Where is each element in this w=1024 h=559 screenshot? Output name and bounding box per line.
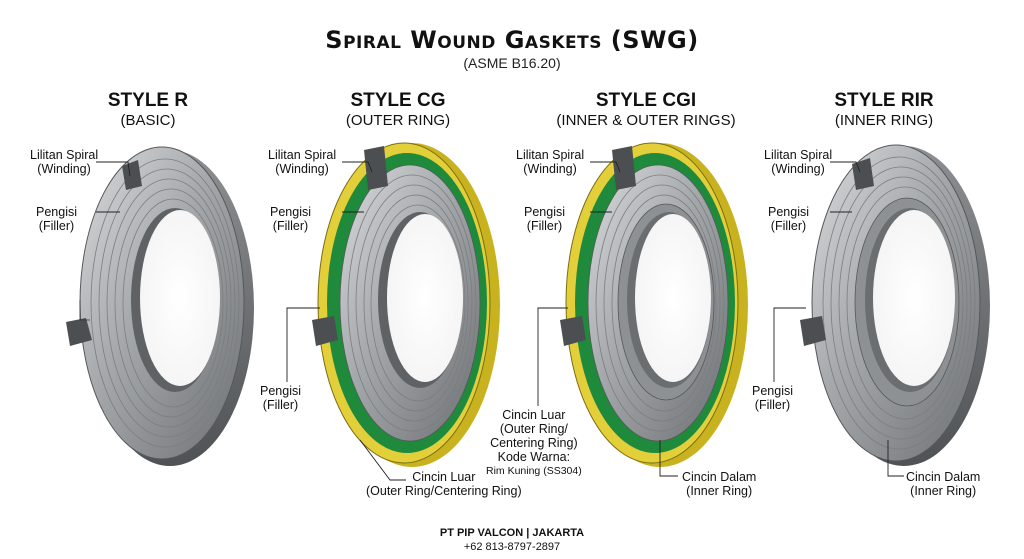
style-cgi-gasket bbox=[560, 142, 748, 467]
style-rir-subtitle: (INNER RING) bbox=[834, 112, 934, 129]
style-rir-filler-top-label: Pengisi (Filler) bbox=[768, 205, 809, 233]
page-subtitle: (ASME B16.20) bbox=[463, 55, 561, 71]
label-line: (Filler) bbox=[770, 219, 807, 233]
label-line: Pengisi bbox=[270, 205, 311, 219]
label-line: (Filler) bbox=[38, 219, 75, 233]
label-line: Pengisi bbox=[524, 205, 565, 219]
label-line: (Winding) bbox=[523, 162, 577, 176]
label-line: (Filler) bbox=[526, 219, 563, 233]
label-line: Pengisi bbox=[36, 205, 77, 219]
style-cg-gasket bbox=[312, 142, 500, 467]
page-title: Spiral Wound Gaskets (SWG) bbox=[325, 26, 699, 54]
label-line: Centering Ring) bbox=[490, 436, 578, 450]
label-line: (Filler) bbox=[754, 398, 791, 412]
label-line: Pengisi bbox=[768, 205, 809, 219]
label-line: (Outer Ring/ bbox=[499, 422, 568, 436]
style-cg-filler-bottom-label: Pengisi (Filler) bbox=[260, 384, 301, 412]
style-rir-header: STYLE RIR (INNER RING) bbox=[764, 90, 1004, 130]
style-r-header: STYLE R (BASIC) bbox=[28, 90, 268, 130]
style-cgi-subtitle: (INNER & OUTER RINGS) bbox=[556, 112, 736, 129]
footer-phone: +62 813-8797-2897 bbox=[463, 541, 561, 553]
style-r-winding-label: Lilitan Spiral (Winding) bbox=[30, 148, 98, 176]
label-line: Lilitan Spiral bbox=[764, 148, 833, 162]
style-cgi-header: STYLE CGI (INNER & OUTER RINGS) bbox=[526, 90, 766, 130]
style-rir-winding-label: Lilitan Spiral (Winding) bbox=[764, 148, 832, 176]
footer-company: PT PIP VALCON | JAKARTA bbox=[439, 527, 585, 539]
style-cg-filler-top-label: Pengisi (Filler) bbox=[270, 205, 311, 233]
style-cgi-inner-ring-label: Cincin Dalam (Inner Ring) bbox=[682, 470, 756, 498]
style-r-subtitle: (BASIC) bbox=[120, 112, 176, 129]
style-rir-filler-bottom-label: Pengisi (Filler) bbox=[752, 384, 793, 412]
label-line: Cincin Dalam bbox=[906, 470, 981, 484]
label-line: (Outer Ring/Centering Ring) bbox=[366, 484, 522, 498]
style-cgi-winding-label: Lilitan Spiral (Winding) bbox=[516, 148, 584, 176]
label-line: Pengisi bbox=[752, 384, 793, 398]
style-cg-subtitle: (OUTER RING) bbox=[345, 112, 451, 129]
style-rir-name: STYLE RIR bbox=[834, 90, 934, 111]
label-line: Lilitan Spiral bbox=[268, 148, 337, 162]
label-line: (Winding) bbox=[771, 162, 825, 176]
style-cg-outer-ring-label: Cincin Luar (Outer Ring/Centering Ring) bbox=[366, 470, 522, 498]
style-cgi-name: STYLE CGI bbox=[595, 90, 697, 111]
style-cgi-outer-ring-label: Cincin Luar (Outer Ring/ Centering Ring)… bbox=[486, 408, 582, 478]
style-cgi-filler-label: Pengisi (Filler) bbox=[524, 205, 565, 233]
style-rir-inner-ring-label: Cincin Dalam (Inner Ring) bbox=[906, 470, 980, 498]
style-rir-gasket bbox=[800, 144, 990, 466]
label-line: (Winding) bbox=[275, 162, 329, 176]
label-line: Cincin Luar bbox=[412, 470, 476, 484]
label-line: Kode Warna: bbox=[497, 450, 571, 464]
leader-lines bbox=[96, 161, 904, 481]
label-line: (Inner Ring) bbox=[910, 484, 977, 498]
label-line: (Inner Ring) bbox=[686, 484, 753, 498]
style-cg-header: STYLE CG (OUTER RING) bbox=[278, 90, 518, 130]
label-line: Lilitan Spiral bbox=[516, 148, 585, 162]
label-line: Lilitan Spiral bbox=[30, 148, 99, 162]
label-line: (Filler) bbox=[272, 219, 309, 233]
style-cg-name: STYLE CG bbox=[350, 90, 446, 111]
style-r-name: STYLE R bbox=[107, 90, 189, 111]
style-r-filler-label: Pengisi (Filler) bbox=[36, 205, 77, 233]
style-cg-winding-label: Lilitan Spiral (Winding) bbox=[268, 148, 336, 176]
label-line: Pengisi bbox=[260, 384, 301, 398]
label-line: Cincin Dalam bbox=[682, 470, 757, 484]
label-line: Rim Kuning (SS304) bbox=[486, 465, 582, 477]
style-r-gasket bbox=[66, 146, 254, 466]
label-line: (Filler) bbox=[262, 398, 299, 412]
label-line: (Winding) bbox=[37, 162, 91, 176]
label-line: Cincin Luar bbox=[502, 408, 566, 422]
